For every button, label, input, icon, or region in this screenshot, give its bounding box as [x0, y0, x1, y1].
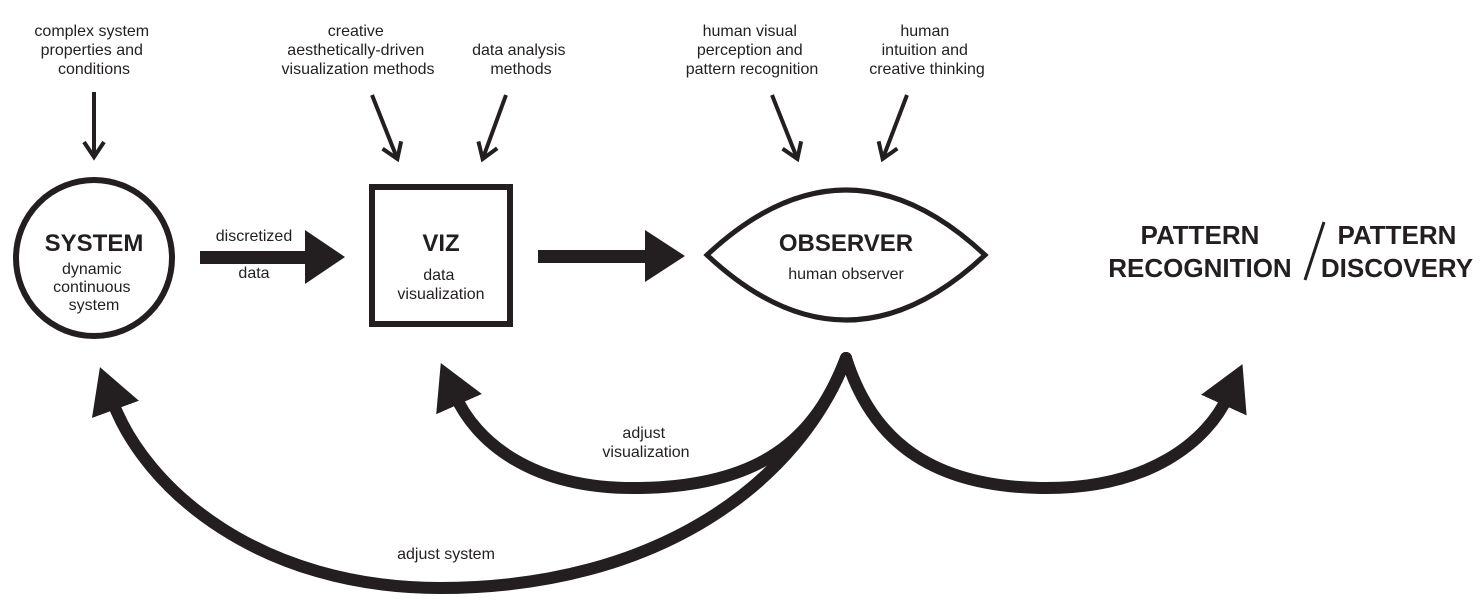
- arrow-adjust-system: [91, 352, 852, 595]
- node-observer: OBSERVER human observer: [703, 187, 989, 323]
- outcome-recognition-1: PATTERN: [1141, 220, 1260, 250]
- system-subtitle: dynamic continuous system: [53, 261, 135, 314]
- observer-subtitle: human observer: [788, 266, 904, 283]
- outcome-recognition-2: RECOGNITION: [1108, 253, 1291, 283]
- arrow-viz-to-observer: [538, 230, 685, 282]
- label-observer-perception: human visual perception and pattern reco…: [686, 23, 819, 78]
- arrow-viz-analysis: [476, 94, 508, 163]
- arrow-viz-creative: [370, 94, 404, 163]
- arrow-observer-perception: [770, 94, 804, 163]
- outcome: PATTERN RECOGNITION PATTERN DISCOVERY: [1108, 220, 1473, 283]
- viz-subtitle: data visualization: [397, 267, 484, 303]
- system-title: SYSTEM: [45, 230, 144, 257]
- outcome-discovery-2: DISCOVERY: [1321, 253, 1473, 283]
- label-data: data: [238, 265, 269, 282]
- label-discretized: discretized: [216, 228, 292, 245]
- label-adjust-system: adjust system: [397, 546, 495, 563]
- label-observer-intuition: human intuition and creative thinking: [869, 23, 985, 78]
- slash-divider: [1303, 221, 1326, 281]
- label-viz-creative: creative aesthetically-driven visualizat…: [282, 23, 435, 78]
- label-adjust-visualization: adjust visualization: [602, 425, 689, 461]
- viz-title: VIZ: [422, 230, 459, 257]
- node-viz: VIZ data visualization: [369, 184, 513, 327]
- outcome-discovery-1: PATTERN: [1338, 220, 1457, 250]
- arrow-adjust-visualization: [436, 352, 852, 495]
- label-viz-analysis: data analysis methods: [472, 42, 570, 78]
- arrow-observer-intuition: [876, 94, 909, 163]
- input-arrows: [82, 92, 909, 163]
- observer-title: OBSERVER: [779, 230, 913, 257]
- label-system-input: complex system properties and conditions: [34, 23, 153, 78]
- node-system: SYSTEM dynamic continuous system: [13, 177, 175, 339]
- arrow-system-to-viz: [200, 230, 345, 284]
- arrow-to-pattern: [840, 352, 1247, 495]
